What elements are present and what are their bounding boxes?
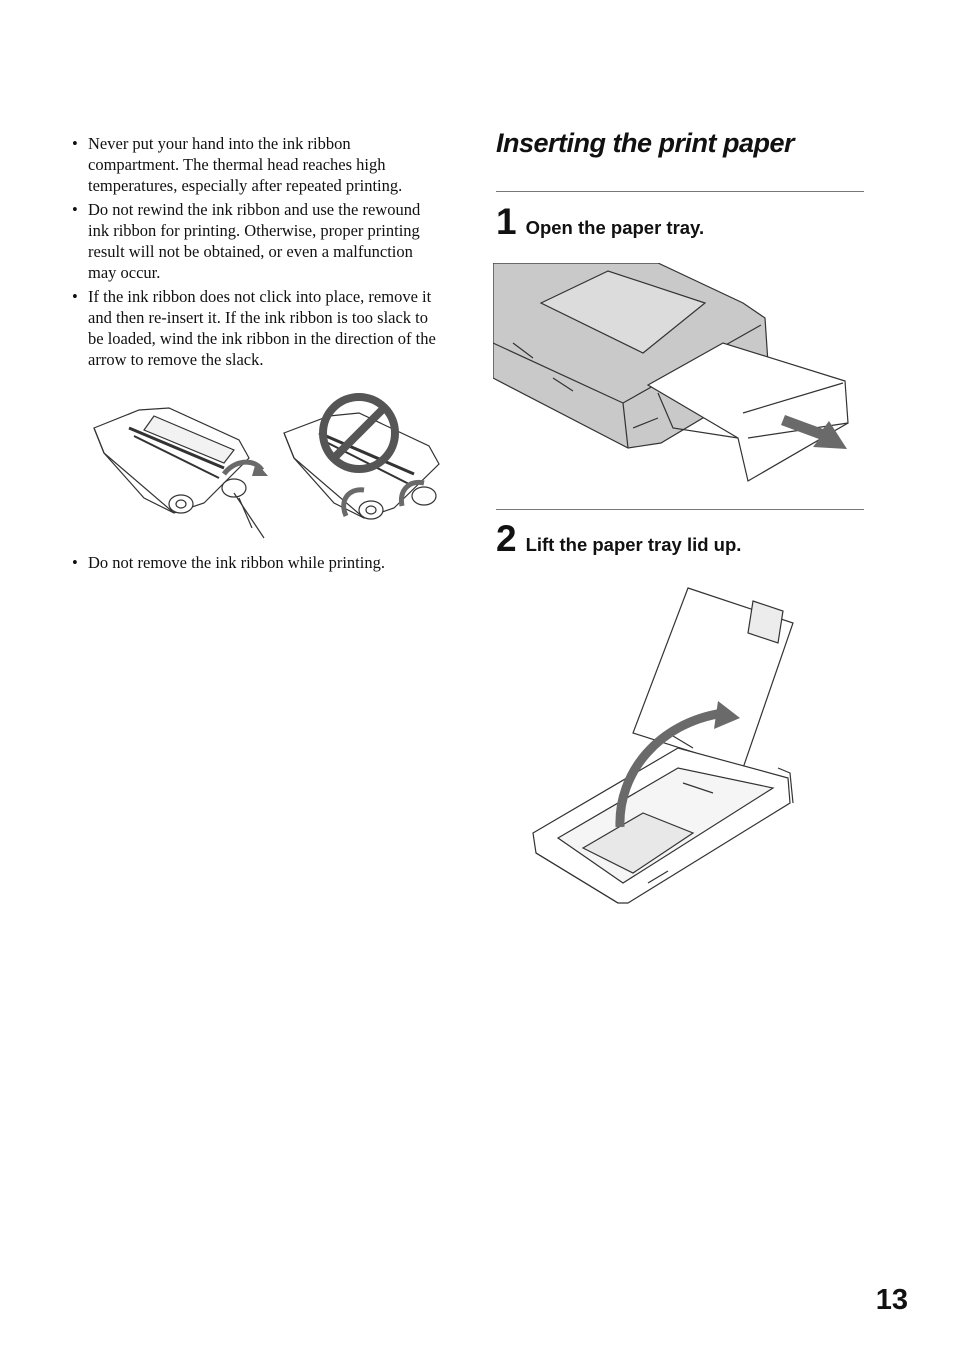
section-title: Inserting the print paper — [496, 128, 795, 158]
step-number: 2 — [496, 518, 517, 559]
tray-lid-illustration — [532, 587, 794, 904]
ribbon-cartridge-correct — [93, 407, 265, 539]
prohibition-icon — [319, 393, 399, 473]
last-note-list: Do not remove the ink ribbon while print… — [72, 552, 444, 573]
rewind-arrow-icon — [341, 487, 365, 518]
note-item: Never put your hand into the ink ribbon … — [72, 133, 444, 196]
left-column: Never put your hand into the ink ribbon … — [72, 133, 444, 373]
lift-arrow-head — [714, 701, 740, 729]
step-number: 1 — [496, 201, 517, 242]
ink-ribbon-illustration — [93, 393, 440, 539]
printer-tray-illustration — [493, 263, 849, 482]
note-item: If the ink ribbon does not click into pl… — [72, 286, 444, 370]
divider — [496, 509, 864, 510]
step-2: 2 Lift the paper tray lid up. — [496, 520, 741, 557]
step-1: 1 Open the paper tray. — [496, 203, 704, 240]
step-text: Open the paper tray. — [525, 217, 705, 238]
rewind-arrow-icon-2 — [398, 479, 425, 507]
lift-arrow-icon — [615, 708, 724, 828]
note-item: Do not rewind the ink ribbon and use the… — [72, 199, 444, 283]
pull-arrow-icon — [781, 415, 847, 449]
divider — [496, 191, 864, 192]
step-text: Lift the paper tray lid up. — [525, 534, 742, 555]
ink-ribbon-notes: Never put your hand into the ink ribbon … — [72, 133, 444, 370]
note-item: Do not remove the ink ribbon while print… — [72, 552, 444, 573]
page-number: 13 — [875, 1284, 908, 1316]
wind-arrow-head — [252, 462, 268, 476]
